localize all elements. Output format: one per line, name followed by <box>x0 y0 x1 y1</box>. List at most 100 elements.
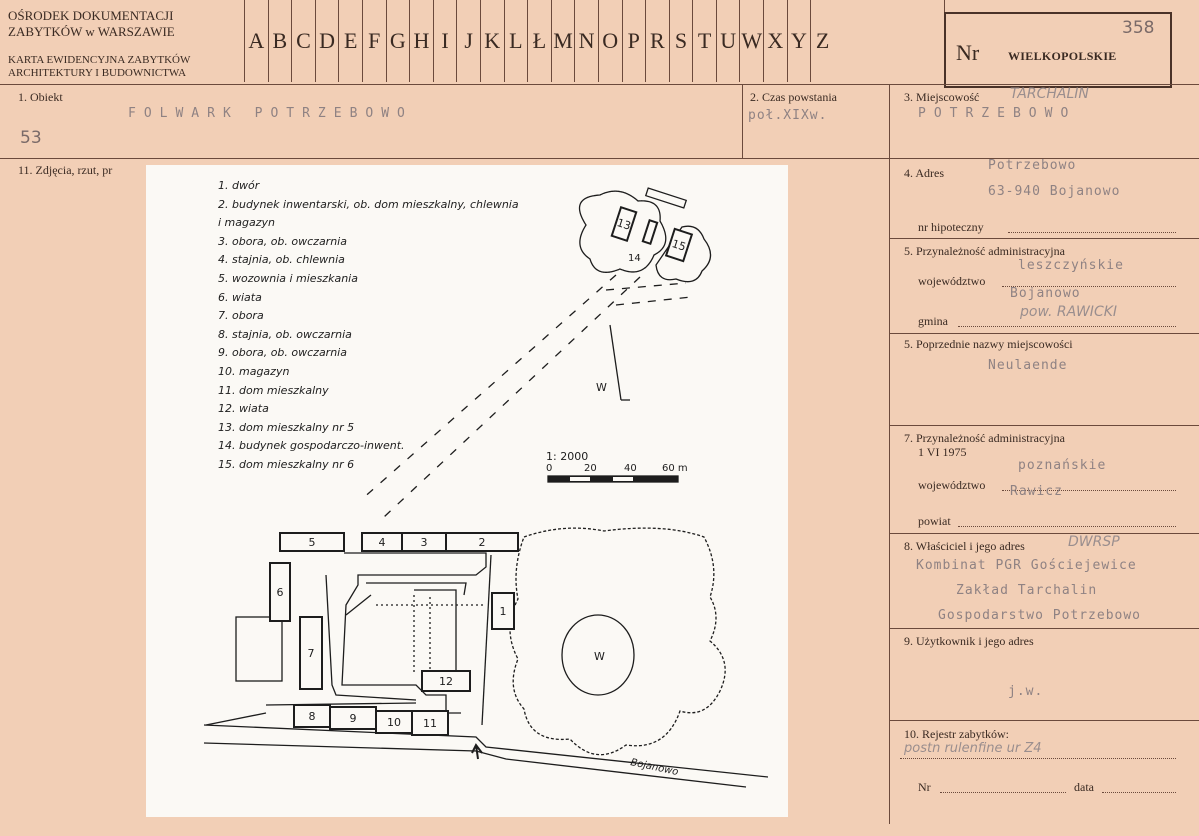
miejscowosc-value: POTRZEBOWO <box>918 106 1077 121</box>
index-letter: Z <box>810 0 834 82</box>
index-letter: I <box>432 0 457 82</box>
legend-item: 7. obora <box>218 309 264 323</box>
index-letter: C <box>291 0 315 82</box>
plan-building-label: 3 <box>421 536 428 549</box>
index-letter: N <box>574 0 598 82</box>
index-letter: P <box>621 0 646 82</box>
rejestr-line <box>900 758 1176 759</box>
index-letter: F <box>361 0 386 82</box>
index-letter: D <box>314 0 339 82</box>
index-letter: A <box>244 0 268 82</box>
card-number: 358 <box>1122 18 1155 38</box>
wojewodztwo-1975-value: poznańskie <box>1018 458 1107 473</box>
plan-building-label: 13 <box>615 216 632 233</box>
gmina-value: Bojanowo <box>1010 286 1081 301</box>
legend-item: 6. wiata <box>218 290 262 304</box>
obiekt-number: 53 <box>20 128 42 148</box>
wlasciciel-label: 8. Właściciel i jego adres <box>904 539 1025 553</box>
plan-building-12 <box>421 670 471 692</box>
index-letter: K <box>479 0 504 82</box>
legend-item: 10. magazyn <box>218 364 290 378</box>
uzytkownik-label: 9. Użytkownik i jego adres <box>904 634 1034 648</box>
przynaleznosc-label: 5. Przynależność administracyjna <box>904 244 1065 258</box>
plan-building-1 <box>491 592 515 630</box>
plan-building-label: 8 <box>309 710 316 723</box>
obiekt-value: FOLWARK POTRZEBOWO <box>128 106 413 121</box>
index-letter: O <box>597 0 622 82</box>
legend-item: 8. stajnia, ob. owczarnia <box>218 327 352 341</box>
legend-item: 2. budynek inwentarski, ob. dom mieszkal… <box>218 197 519 211</box>
index-letter: T <box>692 0 716 82</box>
card-title-line-2: ARCHITEKTURY I BUDOWNICTWA <box>8 67 187 79</box>
wlasciciel-line-1: Kombinat PGR Gościejewice <box>916 558 1137 573</box>
adres-label: 4. Adres <box>904 166 944 180</box>
index-letter: R <box>645 0 669 82</box>
poprzednie-nazwy-value: Neulaende <box>988 358 1068 373</box>
wojewodztwo-1975-label: województwo <box>918 478 986 492</box>
gmina-label: gmina <box>918 314 948 328</box>
miejscowosc-label: 3. Miejscowość <box>904 90 980 104</box>
north-label: W <box>596 381 607 394</box>
legend-item: 9. obora, ob. owczarnia <box>218 346 347 360</box>
plan-building-11 <box>411 710 449 736</box>
wlasciciel-line-3: Gospodarstwo Potrzebowo <box>938 608 1142 623</box>
plan-building-label: 12 <box>439 675 453 688</box>
wojewodztwo-value: leszczyńskie <box>1018 258 1124 273</box>
index-letter: J <box>456 0 480 82</box>
plan-outbuilding-top <box>644 187 688 209</box>
card-title: KARTA EWIDENCYJNA ZABYTKÓW ARCHITEKTURY … <box>8 54 190 80</box>
adres-line-1: Potrzebowo <box>988 158 1077 173</box>
rejestr-nr-label: Nr <box>918 780 931 794</box>
scale-tick-20: 20 <box>584 463 597 474</box>
plan-building-label: 11 <box>423 717 437 730</box>
legend-item: 14. budynek gospodarczo-inwent. <box>218 439 405 453</box>
scale-tick-40: 40 <box>624 463 637 474</box>
legend-item: 1. dwór <box>218 179 260 192</box>
index-letter: W <box>739 0 763 82</box>
czas-powstania-label: 2. Czas powstania <box>750 90 837 104</box>
scale-label: 1: 2000 <box>546 450 588 463</box>
powiat-label: powiat <box>918 514 951 528</box>
nr-hipoteczny-line <box>1008 232 1176 233</box>
obiekt-label: 1. Obiekt <box>18 90 63 104</box>
rejestr-nr-line <box>940 792 1066 793</box>
powiat-value: Rawicz <box>1010 484 1063 499</box>
plan-building-label: 14 <box>628 253 641 264</box>
index-letter: G <box>385 0 410 82</box>
plan-building-label: 9 <box>350 712 357 725</box>
nr-label: Nr <box>956 40 980 65</box>
legend-item: 15. dom mieszkalny nr 6 <box>218 457 355 471</box>
scale-tick-0: 0 <box>546 463 552 474</box>
przynaleznosc-1975-date: 1 VI 1975 <box>918 445 967 459</box>
plan-building-6 <box>269 562 291 622</box>
miejscowosc-handwritten: TARCHALIN <box>1010 86 1089 102</box>
plan-building-label: 7 <box>308 647 315 660</box>
register-number-box: Nr WIELKOPOLSKIE <box>944 12 1172 88</box>
powiat-line <box>958 526 1176 527</box>
legend-item: 5. wozownia i mieszkania <box>218 271 358 285</box>
rejestr-label: 10. Rejestr zabytków: <box>904 727 1009 741</box>
institution-name: OŚRODEK DOKUMENTACJI ZABYTKÓW w WARSZAWI… <box>8 8 175 40</box>
plan-building-label: 4 <box>379 536 386 549</box>
plan-building-7 <box>299 616 323 690</box>
plan-building-label: 1 <box>500 605 507 618</box>
scale-tick-60: 60 m <box>662 463 688 474</box>
index-letter: X <box>763 0 787 82</box>
rejestr-data-label: data <box>1074 780 1094 794</box>
region-label: WIELKOPOLSKIE <box>1008 49 1117 63</box>
plan-building-label: 2 <box>479 536 486 549</box>
plan-legend: 1. dwór 2. budynek inwentarski, ob. dom m… <box>218 177 519 475</box>
nr-hipoteczny-label: nr hipoteczny <box>918 220 984 234</box>
legend-item: i magazyn <box>218 216 275 230</box>
institution-line-2: ZABYTKÓW w WARSZAWIE <box>8 24 175 39</box>
plan-building-4 <box>361 532 403 552</box>
plan-building-15 <box>664 227 694 263</box>
index-letter: M <box>550 0 575 82</box>
legend-item: 4. stajnia, ob. chlewnia <box>218 253 345 267</box>
gmina-line <box>958 326 1176 327</box>
plan-building-label: 6 <box>277 586 284 599</box>
wlasciciel-handwritten: DWRSP <box>1068 534 1120 550</box>
institution-line-1: OŚRODEK DOKUMENTACJI <box>8 8 174 23</box>
poprzednie-nazwy-label: 5. Poprzednie nazwy miejscowości <box>904 337 1073 351</box>
index-letter: S <box>668 0 693 82</box>
